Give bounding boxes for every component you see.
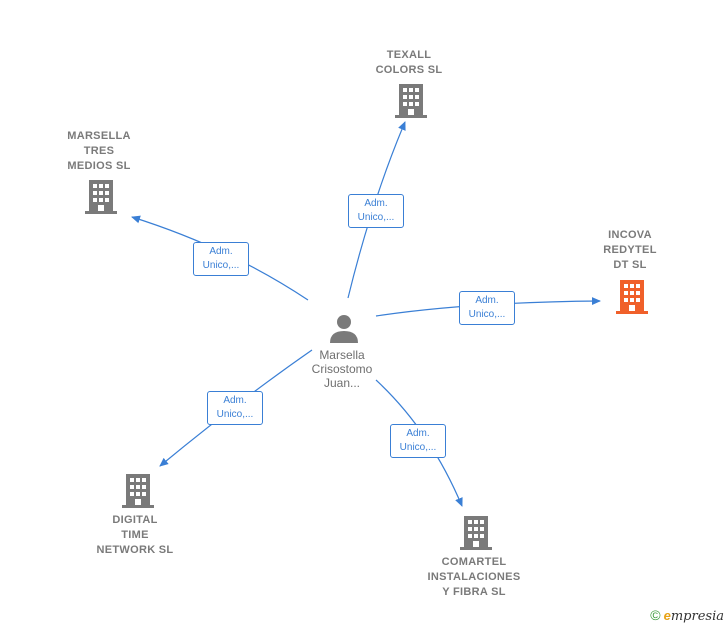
company-label-line: COMARTEL — [441, 556, 507, 568]
company-label-line: TRES — [83, 145, 115, 157]
building-icon[interactable] — [122, 474, 154, 508]
copyright-icon: © — [650, 607, 661, 623]
company-label-incova[interactable]: INCOVA REDYTEL DT SL — [580, 228, 680, 273]
brand-initial: e — [663, 608, 671, 623]
person-label[interactable]: Marsella Crisostomo Juan... — [292, 348, 392, 390]
company-label-line: MEDIOS SL — [67, 160, 131, 172]
company-label-line: DIGITAL — [112, 514, 158, 526]
company-label-line: REDYTEL — [603, 244, 657, 256]
person-label-line: Juan... — [323, 376, 361, 390]
relation-role: Adm. — [223, 395, 247, 406]
relation-role: Adm. — [209, 246, 233, 257]
company-label-line: DT SL — [613, 259, 647, 271]
person-label-line: Marsella — [319, 348, 365, 362]
company-label-digital-time[interactable]: DIGITAL TIME NETWORK SL — [82, 513, 188, 558]
relation-role: Unico,... — [216, 409, 254, 420]
person-label-line: Crisostomo — [311, 362, 373, 376]
relation-role: Adm. — [364, 198, 388, 209]
building-icon[interactable] — [616, 280, 648, 314]
company-label-line: INCOVA — [608, 229, 652, 241]
relation-box-marsella-tres[interactable]: Adm. Unico,... — [193, 242, 249, 276]
relation-box-comartel[interactable]: Adm. Unico,... — [390, 424, 446, 458]
relation-role: Unico,... — [202, 260, 240, 271]
relation-role: Unico,... — [357, 212, 395, 223]
building-icon[interactable] — [395, 84, 427, 118]
building-icon[interactable] — [460, 516, 492, 550]
relation-role: Unico,... — [468, 309, 506, 320]
company-label-marsella-tres[interactable]: MARSELLA TRES MEDIOS SL — [50, 129, 148, 174]
relation-role: Unico,... — [399, 442, 437, 453]
company-label-line: MARSELLA — [67, 130, 131, 142]
brand-name: mpresia — [670, 609, 724, 624]
relation-box-texall[interactable]: Adm. Unico,... — [348, 194, 404, 228]
company-label-line: Y FIBRA SL — [442, 586, 506, 598]
relation-role: Adm. — [406, 428, 430, 439]
company-label-texall[interactable]: TEXALL COLORS SL — [360, 48, 458, 78]
person-icon[interactable] — [329, 313, 359, 343]
company-label-line: TEXALL — [386, 49, 432, 61]
relation-box-incova[interactable]: Adm. Unico,... — [459, 291, 515, 325]
brand-footer[interactable]: ©empresia — [650, 607, 724, 624]
company-label-comartel[interactable]: COMARTEL INSTALACIONES Y FIBRA SL — [414, 555, 534, 600]
company-label-line: INSTALACIONES — [427, 571, 521, 583]
company-label-line: TIME — [121, 529, 149, 541]
company-label-line: NETWORK SL — [96, 544, 174, 556]
company-label-line: COLORS SL — [375, 64, 443, 76]
building-icon[interactable] — [85, 180, 117, 214]
relation-box-digital-time[interactable]: Adm. Unico,... — [207, 391, 263, 425]
relation-role: Adm. — [475, 295, 499, 306]
